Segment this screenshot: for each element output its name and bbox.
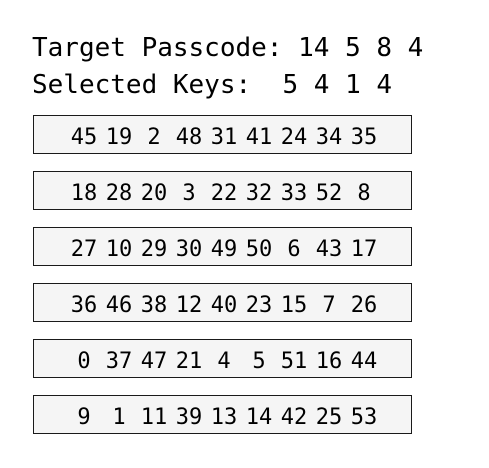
key-25[interactable]: 25: [315, 405, 343, 430]
target-passcode-line: Target Passcode: 14 5 8 4: [32, 33, 423, 63]
key-12[interactable]: 12: [175, 293, 203, 318]
key-13[interactable]: 13: [210, 405, 238, 430]
key-7[interactable]: 7: [322, 293, 336, 318]
key-0[interactable]: 0: [77, 349, 91, 374]
key-11[interactable]: 11: [140, 405, 168, 430]
target-passcode-label: Target Passcode:: [32, 33, 283, 63]
key-26[interactable]: 26: [350, 293, 378, 318]
key-45[interactable]: 45: [70, 125, 98, 150]
key-35[interactable]: 35: [350, 125, 378, 150]
key-47[interactable]: 47: [140, 349, 168, 374]
key-2[interactable]: 2: [147, 125, 161, 150]
key-15[interactable]: 15: [280, 293, 308, 318]
key-39[interactable]: 39: [175, 405, 203, 430]
key-27[interactable]: 27: [70, 237, 98, 262]
key-41[interactable]: 41: [245, 125, 273, 150]
key-20[interactable]: 20: [140, 181, 168, 206]
key-23[interactable]: 23: [245, 293, 273, 318]
key-21[interactable]: 21: [175, 349, 203, 374]
key-49[interactable]: 49: [210, 237, 238, 262]
keypad-row-4[interactable]: 36 46 38 12 40 23 15 7 26: [33, 283, 412, 322]
key-37[interactable]: 37: [105, 349, 133, 374]
key-40[interactable]: 40: [210, 293, 238, 318]
key-18[interactable]: 18: [70, 181, 98, 206]
key-31[interactable]: 31: [210, 125, 238, 150]
key-6[interactable]: 6: [287, 237, 301, 262]
key-1[interactable]: 1: [112, 405, 126, 430]
key-17[interactable]: 17: [350, 237, 378, 262]
keypad-row-2[interactable]: 18 28 20 3 22 32 33 52 8: [33, 171, 412, 210]
target-passcode-value: 14 5 8 4: [298, 33, 424, 63]
key-32[interactable]: 32: [245, 181, 273, 206]
key-22[interactable]: 22: [210, 181, 238, 206]
key-8[interactable]: 8: [357, 181, 371, 206]
key-42[interactable]: 42: [280, 405, 308, 430]
key-10[interactable]: 10: [105, 237, 133, 262]
selected-keys-label: Selected Keys:: [32, 70, 252, 100]
key-36[interactable]: 36: [70, 293, 98, 318]
key-19[interactable]: 19: [105, 125, 133, 150]
keypad-row-3[interactable]: 27 10 29 30 49 50 6 43 17: [33, 227, 412, 266]
key-44[interactable]: 44: [350, 349, 378, 374]
key-9[interactable]: 9: [77, 405, 91, 430]
keypad-row-1[interactable]: 45 19 2 48 31 41 24 34 35: [33, 115, 412, 154]
key-50[interactable]: 50: [245, 237, 273, 262]
key-16[interactable]: 16: [315, 349, 343, 374]
selected-keys-value: 5 4 1 4: [282, 70, 393, 100]
key-43[interactable]: 43: [315, 237, 343, 262]
key-38[interactable]: 38: [140, 293, 168, 318]
key-5[interactable]: 5: [252, 349, 266, 374]
key-53[interactable]: 53: [350, 405, 378, 430]
key-14[interactable]: 14: [245, 405, 273, 430]
key-33[interactable]: 33: [280, 181, 308, 206]
key-29[interactable]: 29: [140, 237, 168, 262]
key-48[interactable]: 48: [175, 125, 203, 150]
key-52[interactable]: 52: [315, 181, 343, 206]
key-30[interactable]: 30: [175, 237, 203, 262]
key-24[interactable]: 24: [280, 125, 308, 150]
key-28[interactable]: 28: [105, 181, 133, 206]
key-3[interactable]: 3: [182, 181, 196, 206]
key-34[interactable]: 34: [315, 125, 343, 150]
selected-keys-line: Selected Keys: 5 4 1 4: [32, 70, 392, 100]
key-46[interactable]: 46: [105, 293, 133, 318]
key-4[interactable]: 4: [217, 349, 231, 374]
key-51[interactable]: 51: [280, 349, 308, 374]
